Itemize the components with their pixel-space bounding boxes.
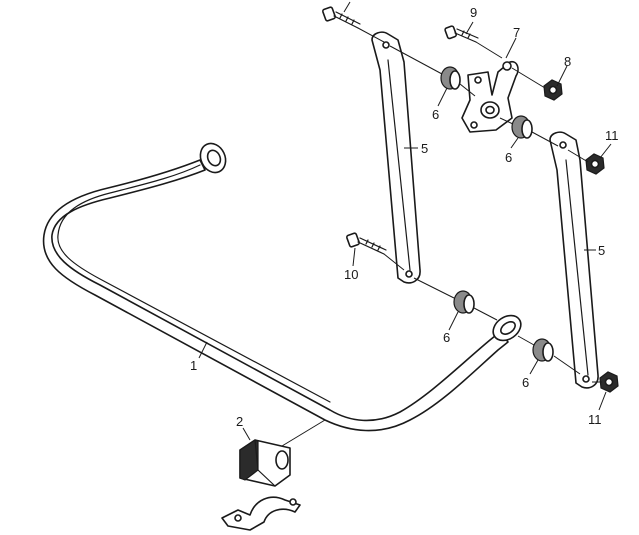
- stabilizer-bar: [42, 142, 522, 432]
- callout-6-bar: 6: [522, 375, 529, 390]
- bushing-clamp: [221, 496, 301, 531]
- callout-10: 10: [344, 267, 358, 282]
- callout-11-upper: 11: [605, 128, 619, 143]
- callout-6-lower: 6: [443, 330, 450, 345]
- callout-6-upper: 6: [432, 107, 439, 122]
- stabilizer-link-right: [549, 131, 599, 389]
- bolt-10: [346, 232, 387, 255]
- callout-8: 8: [564, 54, 571, 69]
- callout-1: 1: [190, 358, 197, 373]
- link-bushing-bar: [532, 338, 554, 362]
- bolt-9: [444, 25, 479, 43]
- callout-5-left: 5: [421, 141, 428, 156]
- nut-8: [543, 79, 563, 101]
- nut-11-upper: [585, 153, 605, 175]
- callout-6-bracket: 6: [505, 150, 512, 165]
- callout-numbers: 9 7 8 6 5 6 11 5 10 6 1 6 11 2: [190, 5, 619, 429]
- callout-9: 9: [470, 5, 477, 20]
- nut-11-lower: [599, 371, 619, 393]
- callout-leaders: [198, 1, 612, 441]
- link-bushing-upper: [440, 66, 461, 90]
- bar-bushing: [239, 439, 291, 487]
- assembly-lines: [281, 27, 602, 447]
- callout-5-right: 5: [598, 243, 605, 258]
- link-bushing-bracket: [511, 115, 533, 139]
- link-bushing-lower: [453, 290, 475, 314]
- mounting-bracket: [461, 60, 519, 133]
- stabilizer-link-left: [371, 31, 421, 284]
- callout-2: 2: [236, 414, 243, 429]
- bolt-top-left: [322, 6, 361, 29]
- callout-7: 7: [513, 25, 520, 40]
- callout-11-lower: 11: [588, 412, 602, 427]
